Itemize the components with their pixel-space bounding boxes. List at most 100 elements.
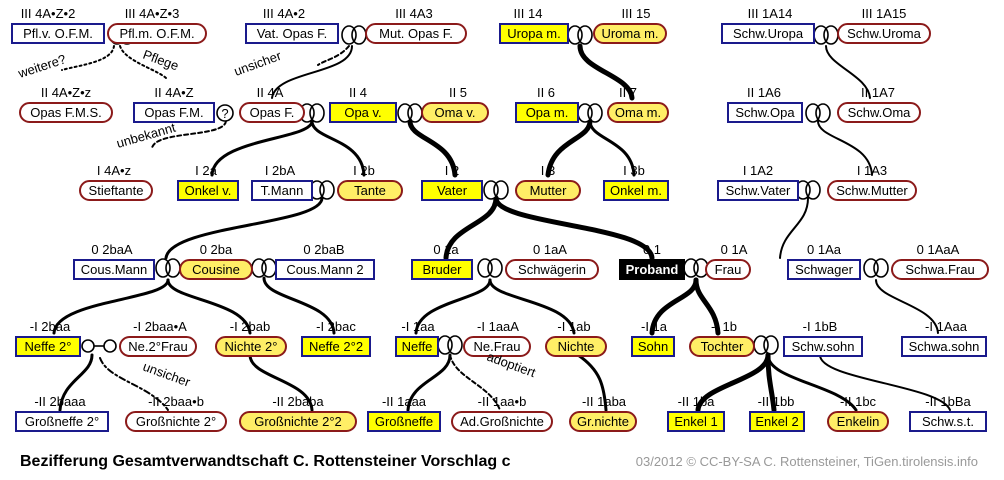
person-label: Ne.Frau [474, 339, 521, 354]
person-label: Schw.sohn [792, 339, 855, 354]
female-box [337, 180, 403, 201]
person-code: -II 2baaa [34, 394, 86, 409]
person-label: Schw.Mutter [836, 183, 908, 198]
female-box [79, 180, 153, 201]
person-code: I 2 [445, 163, 459, 178]
note-pflege: Pflege [141, 47, 181, 74]
person-code: I 1A3 [857, 163, 887, 178]
person-code: -II 2baa•b [148, 394, 204, 409]
note-unsicher: unsicher [232, 48, 284, 79]
person-code: III 14 [514, 6, 543, 21]
female-box [607, 102, 669, 123]
person-label: Oma v. [435, 105, 476, 120]
person-label: Großneffe [375, 414, 433, 429]
person-code: II 4A [257, 85, 284, 100]
person-code: II 4A•Z [154, 85, 193, 100]
person-label: Schw.Uropa [733, 26, 804, 41]
person-label: Schwager [795, 262, 853, 277]
person-code: I 3b [623, 163, 645, 178]
connector-lines [52, 43, 951, 413]
person-code: -II 1bBa [925, 394, 971, 409]
person-label: T.Mann [261, 183, 304, 198]
marriage-ring-icon [683, 258, 709, 278]
person-label: Pfl.v. O.F.M. [23, 26, 93, 41]
female-box [239, 411, 357, 432]
marriage-ring-icon [397, 103, 423, 123]
person-label: Opas F. [250, 105, 295, 120]
person-code: 0 1A [721, 242, 748, 257]
person-code: -I 2bab [230, 319, 270, 334]
female-box [837, 102, 921, 123]
person-label: Cous.Mann [81, 262, 147, 277]
person-label: Ne.2°Frau [128, 339, 187, 354]
person-code: I 2a [195, 163, 217, 178]
male-box [783, 336, 863, 357]
person-code: -II 1bc [840, 394, 877, 409]
male-box [301, 336, 371, 357]
person-code: -I 1a [641, 319, 668, 334]
person-label: Onkel v. [185, 183, 232, 198]
marriage-ring-icon [567, 25, 593, 45]
person-label: Mut. Opas F. [379, 26, 453, 41]
person-label: Schw.s.t. [922, 414, 974, 429]
female-box [705, 259, 751, 280]
person-label: Schwägerin [518, 262, 586, 277]
male-box [603, 180, 669, 201]
person-code: 0 1Aa [807, 242, 842, 257]
person-label: Opa m. [526, 105, 569, 120]
note-unsicher-2: unsicher [141, 359, 193, 390]
person-code: 0 1a [433, 242, 459, 257]
person-code: I 4A•z [97, 163, 131, 178]
diagram-title: Bezifferung Gesamtverwandtschaft C. Rott… [20, 453, 511, 470]
person-code: -II 1aa•b [478, 394, 527, 409]
person-label: Sohn [638, 339, 668, 354]
person-code: 0 2ba [200, 242, 233, 257]
male-box [329, 102, 397, 123]
person-label: Vater [437, 183, 468, 198]
marriage-ring-icon [795, 180, 821, 200]
person-label: Cousine [192, 262, 240, 277]
copyright-note: 03/2012 © CC-BY-SA C. Rottensteiner, TiG… [636, 454, 978, 469]
person-label: Großneffe 2° [25, 414, 99, 429]
person-label: Mutter [530, 183, 568, 198]
person-label: Gr.nichte [577, 414, 629, 429]
female-box [689, 336, 755, 357]
male-box [727, 102, 803, 123]
female-box [593, 23, 667, 44]
person-code: -I 1b [711, 319, 737, 334]
female-box [545, 336, 607, 357]
male-box [667, 411, 725, 432]
male-box [631, 336, 675, 357]
person-label: Opa v. [344, 105, 381, 120]
person-code: I 2b [353, 163, 375, 178]
person-code: III 1A15 [862, 6, 907, 21]
person-code: -I 2baa [30, 319, 71, 334]
person-code: II 1A6 [747, 85, 781, 100]
person-code: -I 2bac [316, 319, 356, 334]
person-label: Schw.Uroma [847, 26, 921, 41]
marriage-ring-icon [155, 258, 181, 278]
